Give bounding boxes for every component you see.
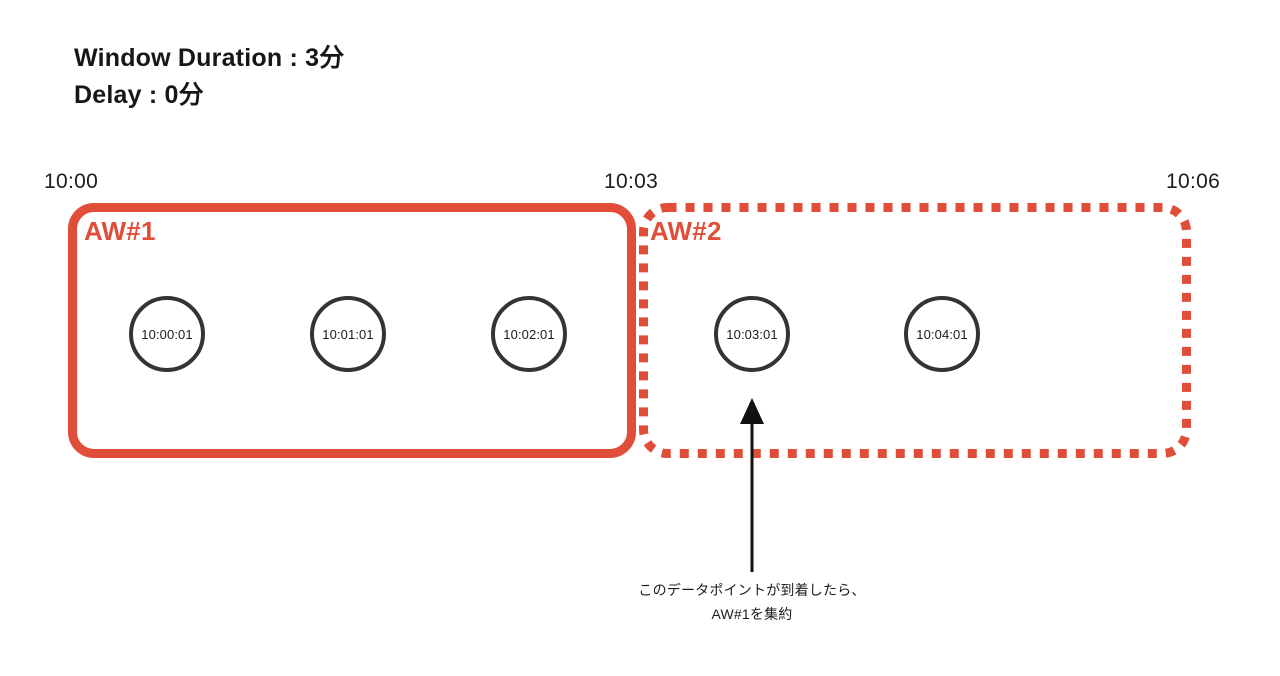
datapoint-time-label: 10:02:01	[503, 326, 555, 342]
datapoint-circle: 10:03:01	[714, 296, 790, 372]
timeline-tick-middle: 10:03	[604, 170, 659, 193]
datapoint-time-label: 10:03:01	[726, 326, 778, 342]
annotation-caption: このデータポイントが到着したら、 AW#1を集約	[572, 578, 932, 626]
datapoint-time-label: 10:01:01	[322, 326, 374, 342]
window-box-aw1	[68, 203, 636, 458]
window-box-aw2	[639, 203, 1191, 458]
diagram-heading: Window Duration : 3分 Delay : 0分	[74, 40, 344, 114]
heading-window-duration: Window Duration : 3分	[74, 44, 345, 72]
annotation-caption-line1: このデータポイントが到着したら、	[638, 582, 866, 598]
datapoint-time-label: 10:00:01	[141, 326, 193, 342]
timeline-tick-end: 10:06	[1166, 170, 1221, 193]
dashed-border-shape	[639, 203, 1191, 458]
timeline-tick-start: 10:00	[44, 170, 99, 193]
annotation-caption-line2: AW#1を集約	[711, 606, 793, 622]
window-label-aw2: AW#2	[650, 216, 722, 246]
datapoint-circle: 10:04:01	[904, 296, 980, 372]
datapoint-circle: 10:01:01	[310, 296, 386, 372]
heading-delay: Delay : 0分	[74, 81, 204, 109]
datapoint-circle: 10:00:01	[129, 296, 205, 372]
datapoint-time-label: 10:04:01	[916, 326, 968, 342]
annotation-arrow-icon	[740, 398, 764, 572]
window-label-aw1: AW#1	[84, 216, 156, 246]
datapoint-circle: 10:02:01	[491, 296, 567, 372]
